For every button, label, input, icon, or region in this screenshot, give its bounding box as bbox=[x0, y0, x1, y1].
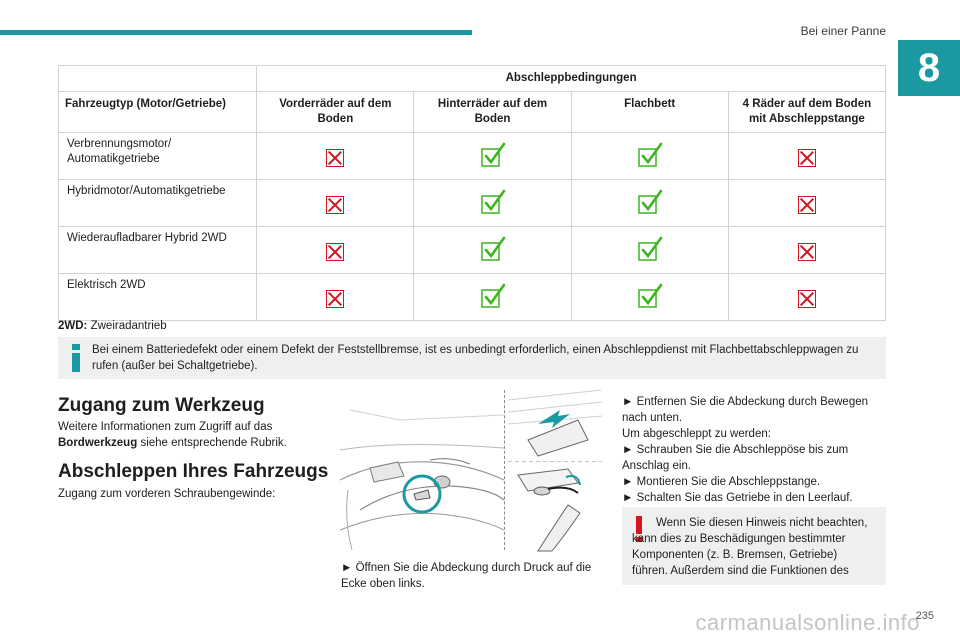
car-front-illustration bbox=[340, 390, 504, 550]
step-line: Anschlag ein. bbox=[622, 460, 692, 472]
cross-icon bbox=[326, 148, 345, 167]
page-number: 235 bbox=[915, 610, 934, 622]
towing-heading: Abschleppen Ihres Fahrzeugs bbox=[58, 461, 329, 482]
condition-cell bbox=[256, 226, 415, 274]
tools-paragraph: Weitere Informationen zum Zugriff auf da… bbox=[58, 419, 318, 451]
cross-icon bbox=[797, 148, 816, 167]
condition-cell bbox=[727, 273, 887, 321]
section-header: Bei einer Panne bbox=[800, 24, 886, 38]
step-line: Um abgeschleppt zu werden: bbox=[622, 428, 771, 440]
check-icon bbox=[637, 189, 663, 215]
warning-icon bbox=[636, 516, 642, 542]
table-corner-cell bbox=[57, 65, 258, 92]
cross-icon bbox=[326, 195, 345, 214]
table-row: Verbrennungsmotor/ Automatikgetriebe bbox=[57, 132, 887, 180]
condition-cell bbox=[570, 226, 729, 274]
towing-paragraph: Zugang zum vorderen Schraubengewinde: bbox=[58, 488, 276, 500]
check-icon bbox=[480, 236, 506, 262]
tools-heading: Zugang zum Werkzeug bbox=[58, 395, 265, 416]
check-icon bbox=[480, 189, 506, 215]
table-column-header: Flachbett bbox=[570, 91, 729, 133]
cross-icon bbox=[797, 289, 816, 308]
condition-cell bbox=[413, 132, 572, 180]
cross-icon bbox=[326, 289, 345, 308]
tow-eye-illustration bbox=[517, 468, 581, 552]
table-column-header: Hinterräder auf dem Boden bbox=[413, 91, 572, 133]
step-line: ► Schrauben Sie die Abschleppöse bis zum bbox=[622, 444, 849, 456]
condition-cell bbox=[413, 179, 572, 227]
header-accent-bar bbox=[0, 30, 472, 35]
check-icon bbox=[637, 142, 663, 168]
condition-cell bbox=[570, 132, 729, 180]
condition-cell bbox=[256, 132, 415, 180]
watermark: carmanualsonline.info bbox=[695, 610, 920, 635]
condition-cell bbox=[727, 226, 887, 274]
table-column-header: Vorderräder auf dem Boden bbox=[256, 91, 415, 133]
condition-cell bbox=[570, 179, 729, 227]
chapter-number-tab: 8 bbox=[898, 40, 960, 96]
condition-cell bbox=[570, 273, 729, 321]
info-text: Bei einem Batteriedefekt oder einem Defe… bbox=[92, 344, 859, 372]
vehicle-type-label: Elektrisch 2WD bbox=[57, 273, 258, 321]
check-icon bbox=[637, 236, 663, 262]
vehicle-type-label: Hybridmotor/Automatikgetriebe bbox=[57, 179, 258, 227]
legend-definition: Zweiradantrieb bbox=[90, 320, 167, 332]
towing-conditions-table: Abschleppbedingungen Fahrzeugtyp (Motor/… bbox=[57, 65, 887, 321]
vehicle-type-label: Wiederaufladbarer Hybrid 2WD bbox=[57, 226, 258, 274]
condition-cell bbox=[727, 132, 887, 180]
tools-text-before: Weitere Informationen zum Zugriff auf da… bbox=[58, 421, 273, 433]
check-icon bbox=[480, 142, 506, 168]
table-row: Wiederaufladbarer Hybrid 2WD bbox=[57, 226, 887, 274]
warning-box: Wenn Sie diesen Hinweis nicht beachten, … bbox=[622, 507, 886, 585]
info-icon bbox=[72, 344, 80, 372]
table-row: Elektrisch 2WD bbox=[57, 273, 887, 321]
table-row-header: Fahrzeugtyp (Motor/Getriebe) bbox=[57, 91, 258, 133]
caption-line: Ecke oben links. bbox=[341, 578, 425, 590]
legend-term: 2WD: bbox=[58, 320, 88, 332]
cover-press-illustration bbox=[508, 390, 602, 462]
tools-text-after: siehe entsprechende Rubrik. bbox=[140, 437, 287, 449]
step-line: ► Schalten Sie das Getriebe in den Leerl… bbox=[622, 492, 853, 504]
check-icon bbox=[480, 283, 506, 309]
cross-icon bbox=[326, 242, 345, 261]
info-box: Bei einem Batteriedefekt oder einem Defe… bbox=[58, 337, 886, 379]
step-line: ► Montieren Sie die Abschleppstange. bbox=[622, 476, 821, 488]
condition-cell bbox=[413, 273, 572, 321]
condition-cell bbox=[727, 179, 887, 227]
warning-text: Wenn Sie diesen Hinweis nicht beachten, … bbox=[632, 517, 868, 577]
condition-cell bbox=[413, 226, 572, 274]
table-row: Hybridmotor/Automatikgetriebe bbox=[57, 179, 887, 227]
legend-2wd: 2WD: Zweiradantrieb bbox=[58, 320, 167, 332]
step-line: nach unten. bbox=[622, 412, 683, 424]
cross-icon bbox=[797, 242, 816, 261]
tools-text-bold: Bordwerkzeug bbox=[58, 437, 138, 449]
check-icon bbox=[637, 283, 663, 309]
vehicle-type-label: Verbrennungsmotor/ Automatikgetriebe bbox=[57, 132, 258, 180]
towing-steps: ► Entfernen Sie die Abdeckung durch Bewe… bbox=[622, 394, 868, 506]
illustration-divider bbox=[504, 390, 505, 550]
condition-cell bbox=[256, 179, 415, 227]
table-group-header: Abschleppbedingungen bbox=[256, 65, 886, 92]
cross-icon bbox=[797, 195, 816, 214]
step-line: ► Entfernen Sie die Abdeckung durch Bewe… bbox=[622, 396, 869, 408]
illustration-caption: ► Öffnen Sie die Abdeckung durch Druck a… bbox=[341, 560, 591, 592]
table-column-header: 4 Räder auf dem Boden mit Abschleppstang… bbox=[727, 91, 887, 133]
caption-line: ► Öffnen Sie die Abdeckung durch Druck a… bbox=[341, 562, 592, 574]
condition-cell bbox=[256, 273, 415, 321]
